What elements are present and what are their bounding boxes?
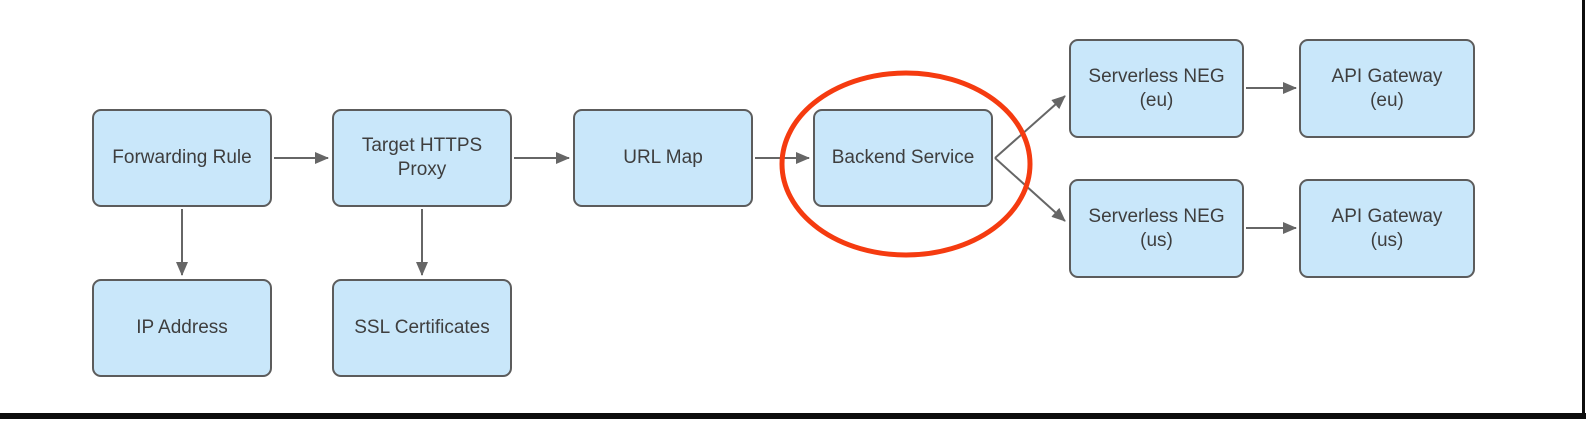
arrow-backend-service-to-serverless-neg-eu <box>994 95 1066 159</box>
node-label: Backend Service <box>831 147 975 168</box>
node-ip-address: IP Address <box>92 279 272 377</box>
node-label: IP Address <box>136 317 228 338</box>
frame-border-right <box>1582 0 1585 419</box>
node-label: Forwarding Rule <box>112 147 252 168</box>
node-serverless-neg-us: Serverless NEG (us) <box>1069 179 1244 278</box>
node-label: URL Map <box>623 147 703 168</box>
frame-border-bottom <box>0 413 1586 419</box>
node-label: Serverless NEG (eu) <box>1088 65 1225 111</box>
node-label: API Gateway (us) <box>1331 205 1443 251</box>
node-forwarding-rule: Forwarding Rule <box>92 109 272 207</box>
node-target-https-proxy: Target HTTPS Proxy <box>332 109 512 207</box>
arrow-backend-service-to-serverless-neg-us <box>994 157 1066 222</box>
node-serverless-neg-eu: Serverless NEG (eu) <box>1069 39 1244 138</box>
node-label: Target HTTPS Proxy <box>361 135 483 180</box>
node-api-gateway-us: API Gateway (us) <box>1299 179 1475 278</box>
node-url-map: URL Map <box>573 109 753 207</box>
node-label: Serverless NEG (us) <box>1088 205 1225 251</box>
node-backend-service: Backend Service <box>813 109 993 207</box>
node-label: SSL Certificates <box>354 317 490 338</box>
node-api-gateway-eu: API Gateway (eu) <box>1299 39 1475 138</box>
node-label: API Gateway (eu) <box>1331 65 1443 111</box>
node-ssl-certificates: SSL Certificates <box>332 279 512 377</box>
